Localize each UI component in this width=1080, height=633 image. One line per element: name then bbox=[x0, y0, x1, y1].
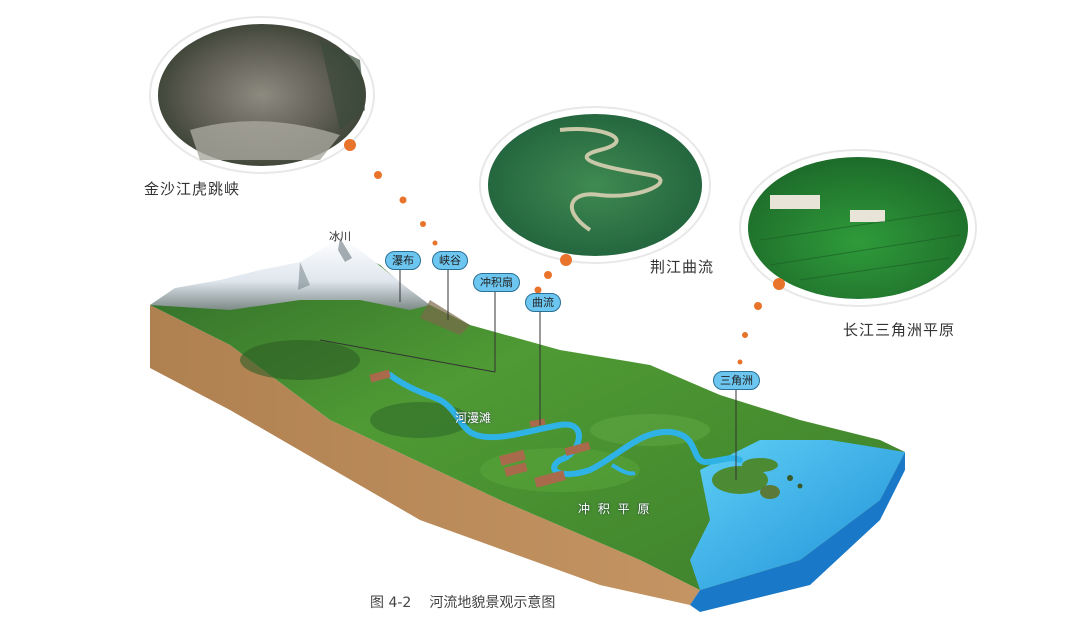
tag-delta: 三角洲 bbox=[713, 371, 760, 390]
caption-meander-photo: 荆江曲流 bbox=[650, 258, 715, 276]
soil-cross-section bbox=[150, 305, 700, 605]
caption-gorge-photo: 金沙江虎跳峡 bbox=[144, 180, 241, 198]
photo-meander bbox=[479, 106, 711, 264]
caption-delta-plain-photo: 长江三角洲平原 bbox=[843, 321, 956, 339]
tag-waterfall: 瀑布 bbox=[385, 251, 421, 270]
photo-delta-plain bbox=[739, 149, 977, 307]
label-alluvial-plain: 冲 积 平 原 bbox=[578, 502, 652, 516]
connector-dots bbox=[344, 139, 785, 365]
label-glacier: 冰川 bbox=[329, 230, 351, 243]
sea-surface bbox=[690, 440, 905, 590]
farm-plots bbox=[369, 369, 591, 488]
figure-number: 图 4-2 bbox=[370, 595, 412, 611]
leader-lines bbox=[319, 268, 737, 480]
sea-cross-section bbox=[690, 452, 905, 612]
photo-gorge bbox=[149, 16, 375, 174]
tag-gorge: 峡谷 bbox=[432, 251, 468, 270]
figure-caption: 图 4-2 河流地貌景观示意图 bbox=[370, 592, 555, 612]
figure-title: 河流地貌景观示意图 bbox=[429, 595, 556, 611]
label-floodplain: 河漫滩 bbox=[455, 411, 492, 425]
tag-meander: 曲流 bbox=[525, 293, 561, 312]
tag-alluvial-fan: 冲积扇 bbox=[473, 273, 520, 292]
river bbox=[387, 372, 743, 478]
snow-mountain bbox=[150, 238, 470, 335]
